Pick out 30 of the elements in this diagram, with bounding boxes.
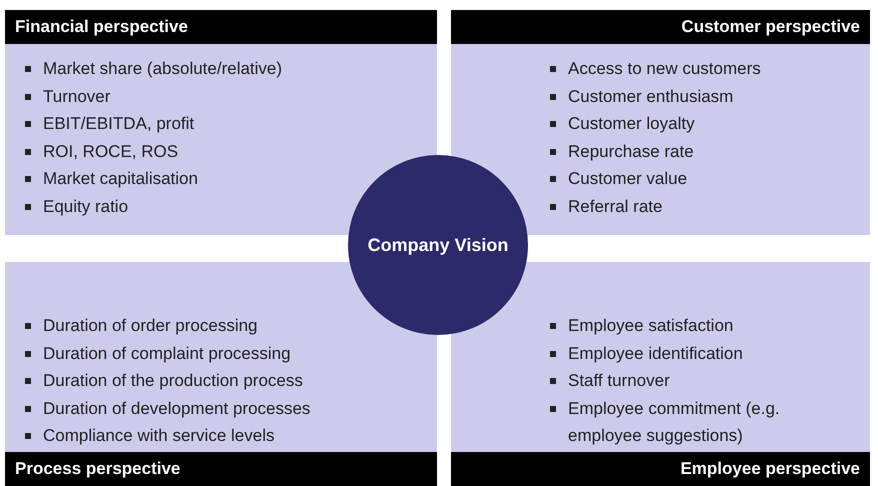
perspective-heading: Financial perspective	[5, 10, 437, 44]
bullet-item: EBIT/EBITDA, profit	[43, 113, 196, 135]
bullet-item: Equity ratio	[43, 196, 130, 218]
bullet-item: Duration of complaint processing	[43, 342, 292, 364]
bullet-item: Turnover	[43, 86, 112, 108]
perspective-panel	[5, 10, 437, 235]
perspective-heading: Process perspective	[5, 452, 437, 486]
bullet-item: ROI, ROCE, ROS	[43, 140, 180, 162]
bullet-item: Market capitalisation	[43, 168, 199, 190]
bullet-item: Repurchase rate	[568, 140, 695, 162]
bullet-item: Staff turnover	[568, 370, 671, 392]
perspective-heading: Employee perspective	[451, 452, 870, 486]
bullet-item: Referral rate	[568, 196, 664, 218]
perspective-panel	[451, 262, 870, 486]
bullet-item: Employee identification	[568, 342, 744, 364]
bullet-item: Customer enthusiasm	[568, 86, 734, 108]
perspective-panel	[451, 10, 870, 235]
perspective-panel	[5, 262, 437, 486]
bullet-item: Compliance with service levels	[43, 425, 276, 447]
perspective-heading: Customer perspective	[451, 10, 870, 44]
vision-label: Company Vision	[368, 234, 508, 256]
bullet-item: Customer value	[568, 168, 688, 190]
bullet-item: Market share (absolute/relative)	[43, 58, 284, 80]
bullet-item: Duration of development processes	[43, 398, 312, 420]
bullet-item: Duration of the production process	[43, 370, 304, 392]
bullet-item: Employee satisfaction	[568, 315, 734, 337]
bullet-item: Duration of order processing	[43, 315, 259, 337]
bullet-item: Employee commitment (e.g. employee suggestions)	[568, 398, 781, 447]
bullet-item: Customer loyalty	[568, 113, 696, 135]
bullet-item: Access to new customers	[568, 58, 762, 80]
